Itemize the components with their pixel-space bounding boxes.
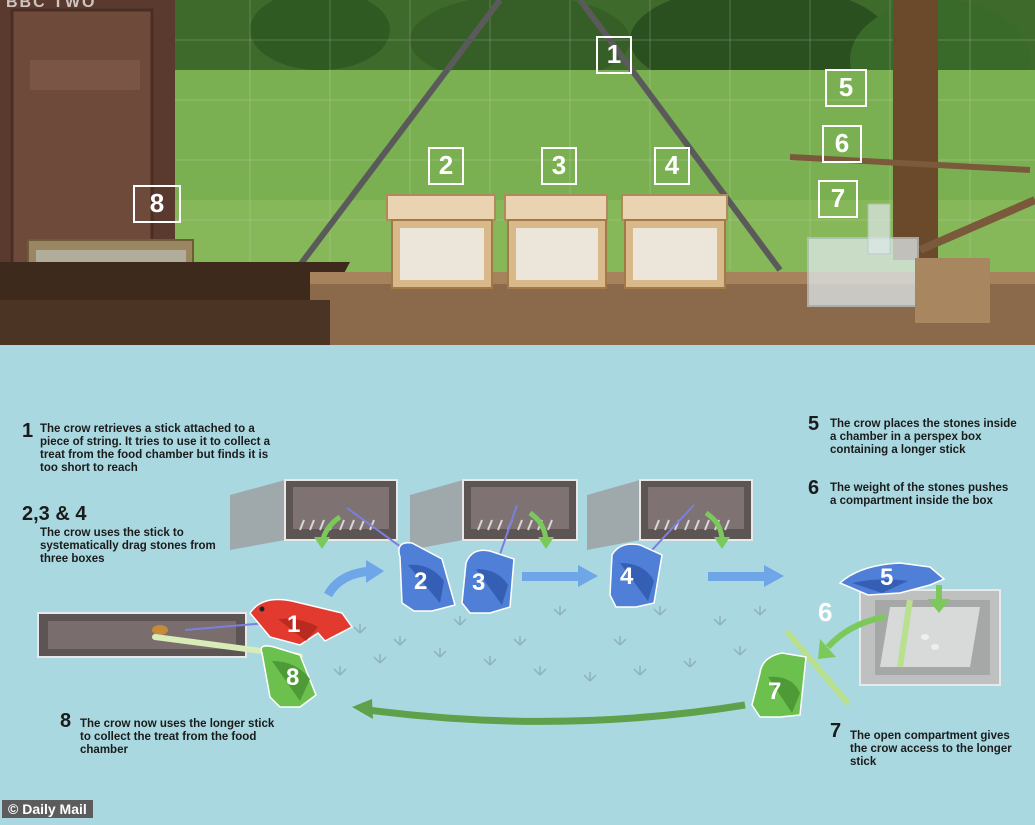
step-7-text: The open compartment gives the crow acce…	[850, 730, 1012, 768]
svg-text:2: 2	[414, 568, 427, 595]
step-6-number: 6	[808, 477, 820, 499]
svg-text:5: 5	[880, 564, 893, 591]
photo-scene	[0, 0, 1035, 345]
diagram-box-4	[587, 479, 753, 550]
crow-8: 8	[260, 645, 317, 708]
step-1-number: 1	[22, 420, 34, 442]
perspex-box	[859, 589, 1001, 686]
stones-drop-arrow	[928, 599, 950, 613]
crow-4: 4	[609, 543, 663, 608]
experiment-photo: BBC TWO 1 2 3 4 5 6 7 8	[0, 0, 1035, 345]
stone-box-2	[386, 194, 496, 289]
photo-label-8: 8	[133, 185, 181, 223]
photo-label-5: 5	[825, 69, 867, 107]
footprints	[333, 586, 767, 682]
photo-label-2: 2	[428, 147, 464, 185]
credit-badge: © Daily Mail	[2, 800, 93, 818]
bbc-watermark: BBC TWO	[6, 0, 97, 11]
arrow-7-to-8	[367, 701, 746, 725]
crow-3: 3	[461, 549, 515, 614]
arrow-3-to-4	[522, 572, 582, 581]
svg-text:8: 8	[286, 664, 299, 691]
diagram-box-3	[410, 479, 578, 550]
photo-label-3: 3	[541, 147, 577, 185]
arrow-1-to-2	[324, 566, 373, 598]
compartment-arrow	[825, 614, 886, 650]
step-7-number: 7	[830, 720, 842, 742]
diagram-box-2	[230, 479, 398, 550]
step-8-text: The crow now uses the longer stick to co…	[80, 718, 275, 756]
svg-text:1: 1	[287, 611, 300, 638]
crow-1: 1	[249, 598, 354, 646]
photo-label-1: 1	[596, 36, 632, 74]
step-6-text: The weight of the stones pushes a compar…	[830, 482, 1009, 507]
arrow-4-to-5	[708, 572, 768, 581]
process-diagram: 6 1 2 3 4 5	[0, 345, 1035, 820]
svg-text:7: 7	[768, 678, 781, 705]
step-1-text: The crow retrieves a stick attached to a…	[40, 423, 271, 474]
diagram-illustration: 6 1 2 3 4 5	[37, 479, 1001, 725]
photo-label-6: 6	[822, 125, 862, 163]
crow-2: 2	[398, 542, 456, 612]
step-5-text: The crow places the stones inside a cham…	[830, 418, 1017, 456]
stone-box-3	[504, 194, 608, 289]
step-2-4-number: 2,3 & 4	[22, 503, 87, 525]
crow-5: 5	[838, 562, 946, 596]
svg-text:3: 3	[472, 569, 485, 596]
diagram-label-6: 6	[818, 597, 832, 627]
step-8-number: 8	[60, 710, 72, 732]
food-chamber	[37, 612, 247, 658]
step-5-number: 5	[808, 413, 820, 435]
step-2-4-text: The crow uses the stick to systematicall…	[40, 527, 216, 565]
crow-7: 7	[751, 652, 807, 718]
stone-box-4	[621, 194, 728, 289]
photo-label-4: 4	[654, 147, 690, 185]
photo-label-7: 7	[818, 180, 858, 218]
svg-text:4: 4	[620, 563, 634, 590]
